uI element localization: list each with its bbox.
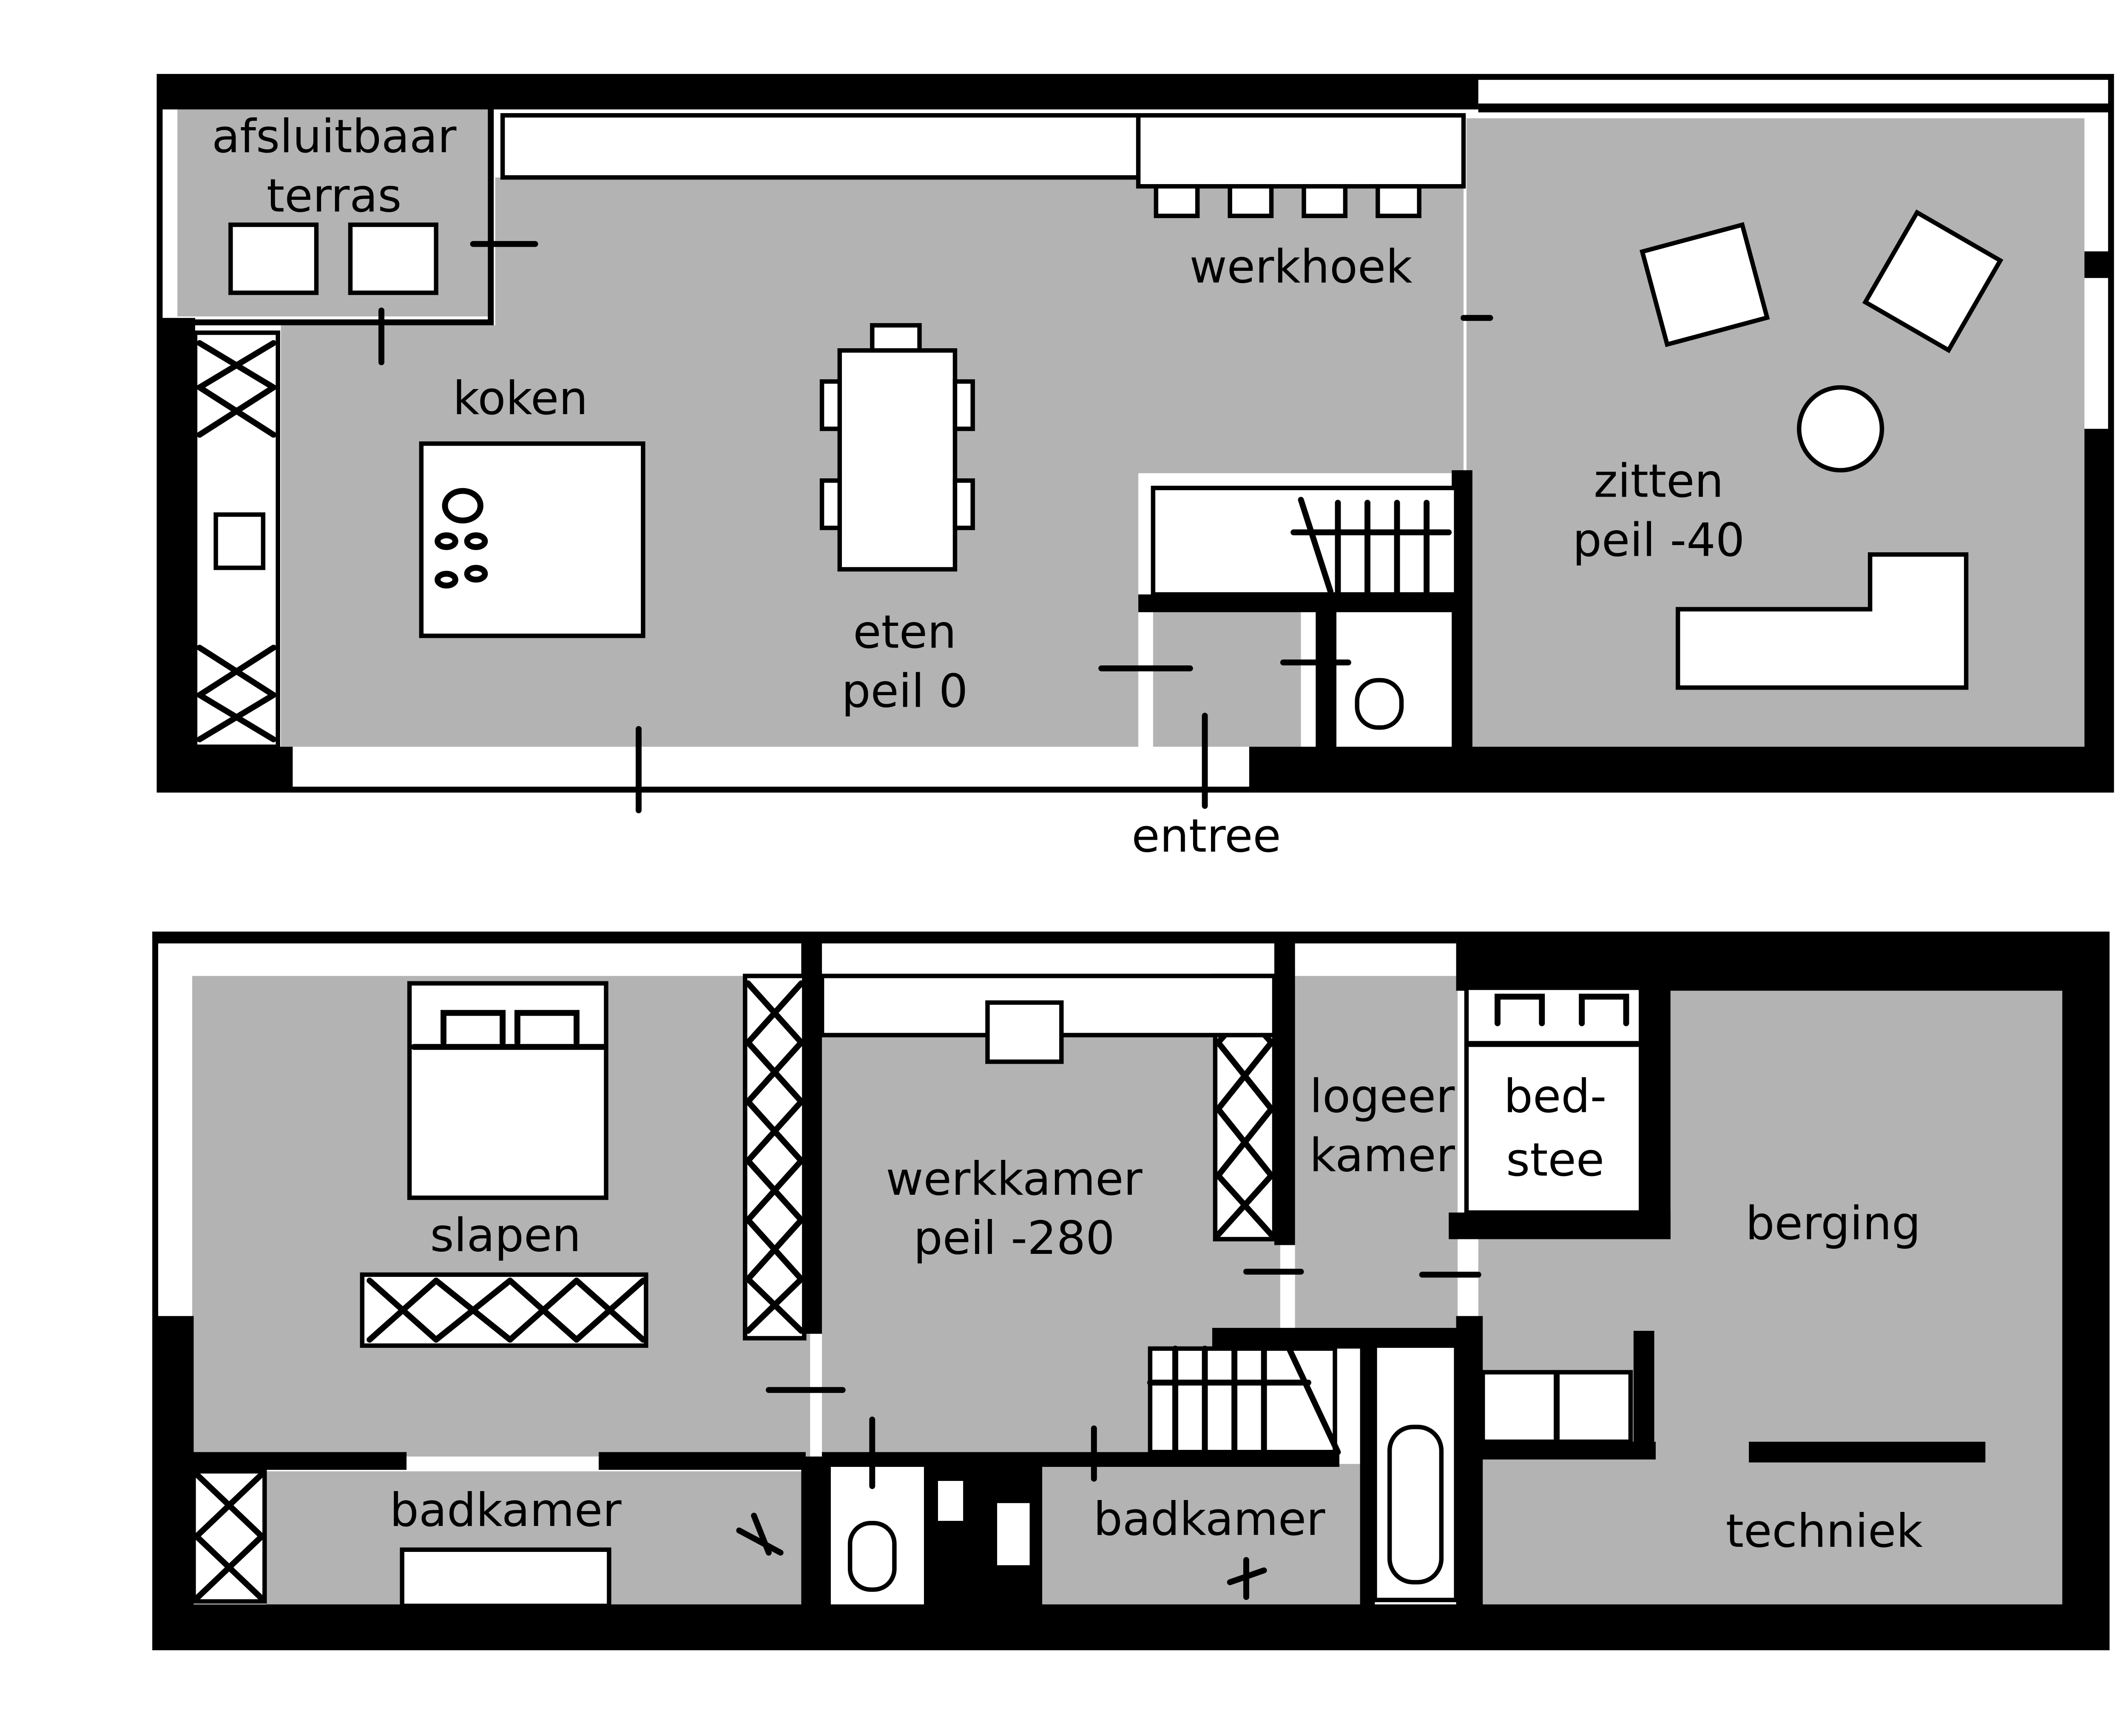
west-wall: [159, 318, 195, 788]
study-desk: [985, 1000, 1064, 1064]
wall-bath-study: [822, 1452, 1339, 1467]
bathroom-left-label: badkamer: [390, 1484, 622, 1537]
south-wall: [155, 1604, 2107, 1648]
utility-label: techniek: [1726, 1505, 1923, 1558]
main-room-floor-upper: [495, 177, 1464, 473]
sleeping-label: slapen: [430, 1209, 581, 1262]
armchair: [1639, 222, 1770, 347]
guest-room-label-2: kamer: [1310, 1129, 1455, 1182]
dining-chairs: [819, 323, 975, 530]
terrace-chair: [348, 222, 438, 295]
wall-bedstee-bottom: [1449, 1212, 1671, 1239]
kitchen-island: [419, 441, 645, 638]
cabinet-x-icon: [367, 1277, 646, 1343]
work-corner-label: werkhoek: [1190, 240, 1413, 293]
toilet-icon: [1355, 678, 1404, 730]
werkhoek-desk: [1136, 113, 1466, 189]
techniek-divider: [1749, 1441, 1986, 1463]
wall-bedstee: [1641, 976, 1671, 1239]
werkhoek-chairs: [1154, 184, 1421, 218]
bathroom-right-floor: [1042, 1464, 1368, 1605]
cabinet-x-icon: [196, 340, 277, 742]
east-wall: [2062, 935, 2107, 1648]
stair-bottom-wall: [1138, 594, 1456, 612]
wc-wall: [1316, 609, 1337, 750]
living-level-label: peil -40: [1573, 514, 1745, 567]
storage-divider: [1478, 1441, 1656, 1460]
storage-label: berging: [1745, 1197, 1921, 1250]
toilet-icon: [847, 1520, 897, 1592]
sink-icon: [992, 1498, 1035, 1570]
north-wall: [1456, 935, 2107, 991]
terrace-label-2: terras: [267, 169, 401, 222]
ground-floor-plan: afsluitbaar terras koken werkhoek eten p…: [156, 74, 2114, 863]
stair-treads: [1147, 1345, 1341, 1455]
wall-bed-bath: [192, 1452, 407, 1470]
kitchen-label: koken: [453, 372, 588, 425]
lower-floor-plan: slapen werkkamer peil -280 logeer kamer …: [152, 932, 2110, 1651]
guest-room-label-1: logeer: [1310, 1070, 1455, 1123]
wc-floor: [1153, 609, 1301, 747]
north-wall: [159, 77, 1478, 110]
living-label: zitten: [1594, 455, 1724, 508]
dining-table: [837, 348, 958, 572]
bedstee-pillows: [1466, 994, 1641, 1047]
study-label: werkkamer: [886, 1153, 1143, 1206]
wall-bed-bath-2: [599, 1452, 806, 1470]
storage-divider-v: [1633, 1331, 1654, 1457]
door-marks: [378, 241, 1493, 813]
box-bed-label-2: stee: [1506, 1134, 1604, 1187]
sink-icon: [213, 512, 266, 570]
armchair: [1862, 209, 2004, 353]
east-wall-top: [2084, 251, 2111, 278]
sink-icon: [933, 1476, 968, 1526]
wall-storage-west: [1456, 1316, 1483, 1648]
entrance-label: entree: [1131, 810, 1281, 863]
north-wall-right: [1478, 103, 2111, 113]
east-wall: [2084, 429, 2111, 790]
terrace-chair: [228, 222, 319, 295]
wall-bath-left: [801, 1456, 831, 1648]
wardrobe-bath: [191, 1469, 267, 1604]
south-wall-right: [1249, 747, 2111, 788]
dining-label: eten: [853, 605, 956, 659]
cabinet-x-icon: [745, 980, 804, 1334]
dining-level-label: peil 0: [841, 665, 968, 718]
box-bed-label-1: bed-: [1504, 1070, 1607, 1123]
cabinet-x-icon: [195, 1472, 263, 1600]
pillows: [411, 1010, 606, 1050]
south-wall-left: [159, 747, 293, 788]
bathtub-basin: [1387, 1424, 1444, 1585]
study-level-label: peil -280: [913, 1212, 1114, 1265]
double-sink: [400, 1547, 611, 1608]
north-window: [500, 113, 1141, 180]
sofa: [1675, 552, 1969, 690]
bathroom-right-label: badkamer: [1094, 1493, 1326, 1546]
terrace-wall: [174, 97, 494, 326]
door-marks: [736, 1268, 1481, 1600]
west-wall: [155, 1316, 194, 1648]
stair-treads: [1290, 497, 1452, 595]
wall-study-guest: [1274, 935, 1295, 1245]
wall-bath-right: [1360, 1331, 1375, 1605]
staircase: [1148, 1346, 1337, 1455]
cooktop-icon: [435, 488, 488, 589]
coffee-table: [1797, 385, 1884, 473]
terrace-label-1: afsluitbaar: [212, 110, 457, 163]
